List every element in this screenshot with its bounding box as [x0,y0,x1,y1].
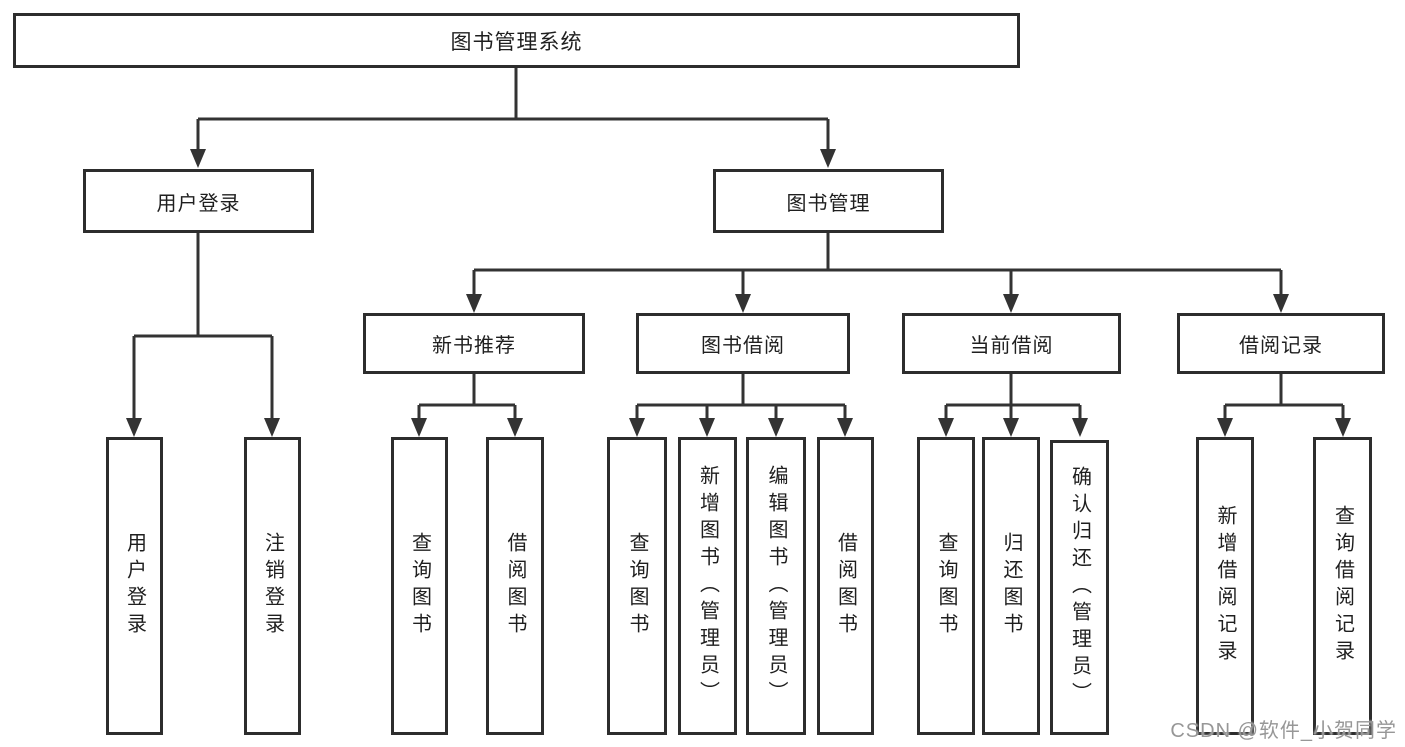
node-br-query-record: 查询借阅记录 [1313,437,1372,735]
arrowhead-icon [938,418,954,437]
arrowhead-icon [837,418,853,437]
arrowhead-icon [1003,418,1019,437]
node-book-borrowing-label: 图书借阅 [701,335,785,357]
node-current-borrowing: 当前借阅 [902,313,1121,374]
node-bb-query-books-label: 查询图书 [626,532,648,640]
node-book-management: 图书管理 [713,169,944,233]
node-bb-query-books: 查询图书 [607,437,667,735]
arrowhead-icon [699,418,715,437]
connector-arrowheads [126,149,1351,437]
arrowhead-icon [1273,294,1289,313]
node-leaf-logout-label: 注销登录 [261,532,284,640]
node-cb-query-books: 查询图书 [917,437,975,735]
node-user-login: 用户登录 [83,169,314,233]
node-cb-confirm-return-admin: 确认归还（管理员） [1050,440,1109,735]
node-cb-query-books-label: 查询图书 [935,532,957,640]
arrowhead-icon [768,418,784,437]
node-book-management-label: 图书管理 [786,192,871,215]
arrowhead-icon [1072,418,1088,437]
arrowhead-icon [507,418,523,437]
node-library-system-label: 图书管理系统 [450,30,583,54]
node-new-book-recommend: 新书推荐 [363,313,585,374]
node-bb-add-books-admin-label: 新增图书（管理员） [696,464,719,708]
node-book-borrowing: 图书借阅 [636,313,850,374]
node-library-system: 图书管理系统 [13,13,1020,68]
node-cb-confirm-return-admin-label: 确认归还（管理员） [1068,466,1091,709]
node-bb-edit-books-admin-label: 编辑图书（管理员） [765,464,787,708]
connector-paths [132,68,1345,433]
node-borrowing-records: 借阅记录 [1177,313,1385,374]
node-new-book-recommend-label: 新书推荐 [432,335,516,357]
arrowhead-icon [466,294,482,313]
node-bb-edit-books-admin: 编辑图书（管理员） [746,437,806,735]
node-current-borrowing-label: 当前借阅 [969,335,1054,357]
node-nbr-query-books: 查询图书 [391,437,448,735]
node-cb-return-books: 归还图书 [982,437,1040,735]
node-bb-add-books-admin: 新增图书（管理员） [678,437,737,735]
node-cb-return-books-label: 归还图书 [1000,532,1022,640]
node-leaf-user-login-label: 用户登录 [123,532,146,640]
arrowhead-icon [1003,294,1019,313]
arrowhead-icon [264,418,280,437]
node-bb-borrow-books-label: 借阅图书 [834,532,857,640]
arrowhead-icon [820,149,836,168]
node-leaf-user-login: 用户登录 [106,437,163,735]
node-nbr-query-books-label: 查询图书 [408,532,431,640]
arrowhead-icon [126,418,142,437]
node-nbr-borrow-books: 借阅图书 [486,437,544,735]
node-user-login-label: 用户登录 [156,192,241,215]
node-leaf-logout: 注销登录 [244,437,301,735]
node-br-query-record-label: 查询借阅记录 [1331,505,1354,667]
arrowhead-icon [411,418,427,437]
arrowhead-icon [1335,418,1351,437]
arrowhead-icon [629,418,645,437]
node-br-add-record: 新增借阅记录 [1196,437,1254,735]
node-borrowing-records-label: 借阅记录 [1239,335,1323,357]
arrowhead-icon [1217,418,1233,437]
csdn-watermark: CSDN @软件_小贺同学 [1170,720,1397,742]
arrowhead-icon [190,149,206,168]
arrowhead-icon [735,294,751,313]
node-br-add-record-label: 新增借阅记录 [1214,505,1236,667]
node-bb-borrow-books: 借阅图书 [817,437,874,735]
node-nbr-borrow-books-label: 借阅图书 [504,532,526,640]
